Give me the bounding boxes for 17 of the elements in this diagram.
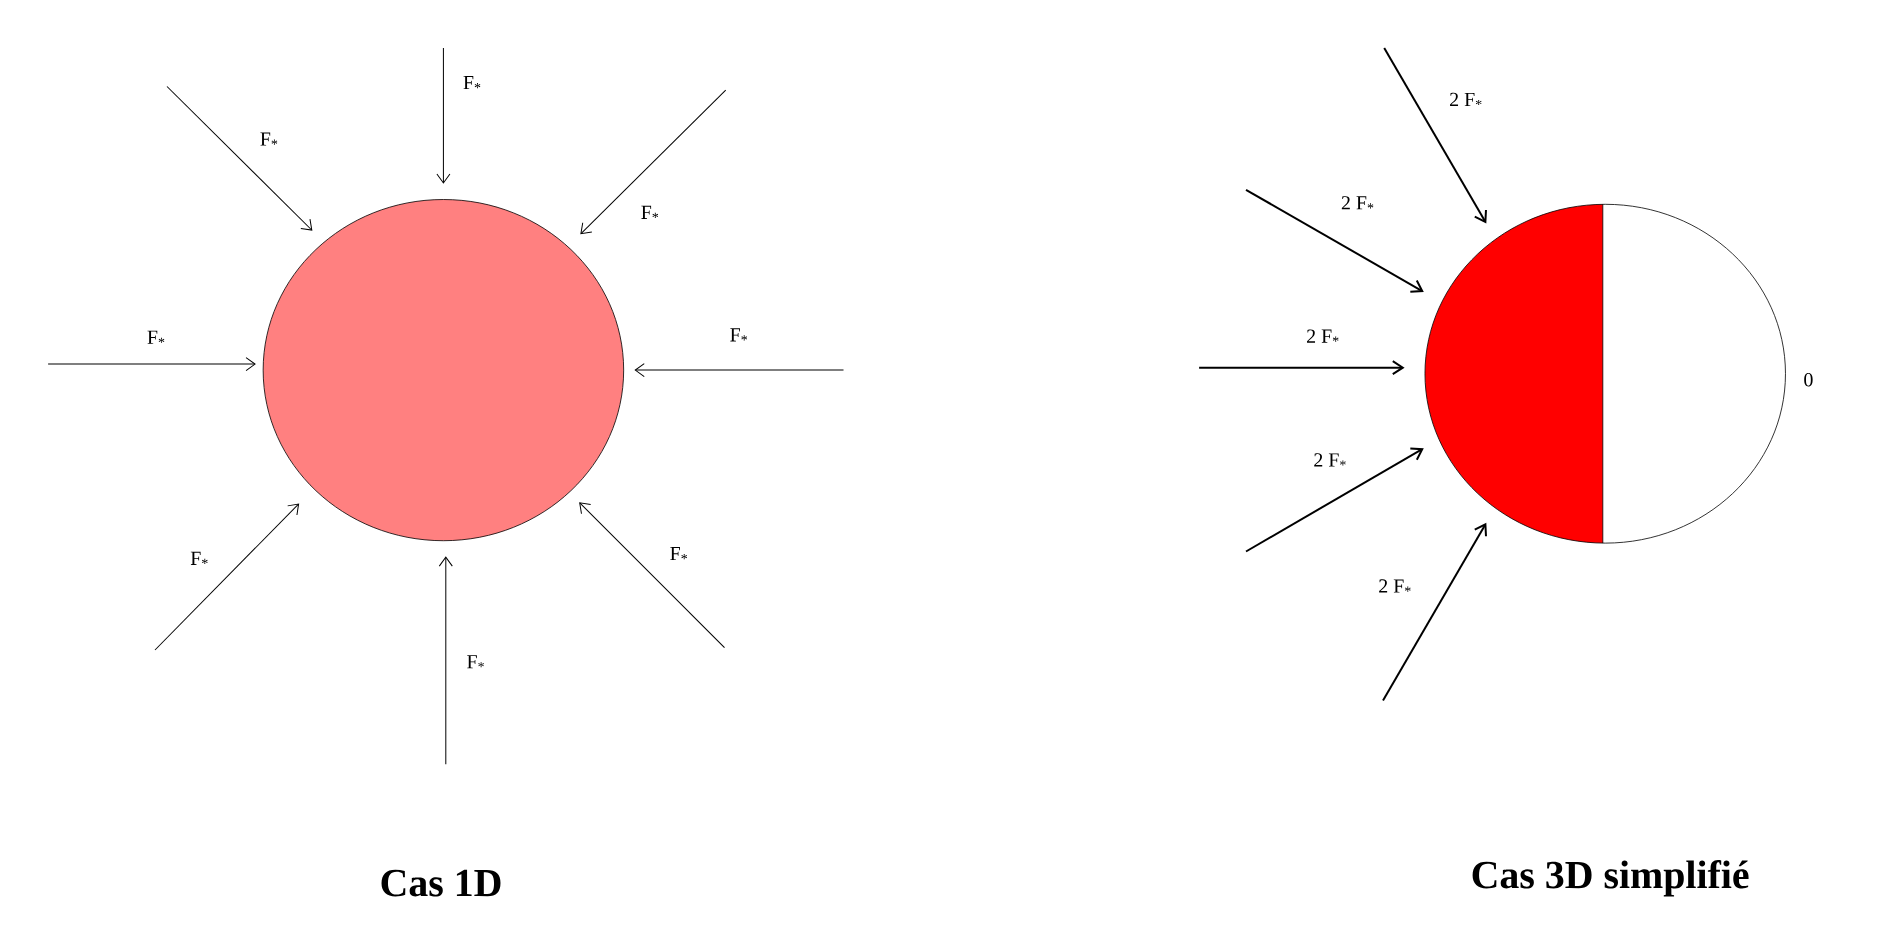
force-label: F$_{*}$ [670,547,687,561]
force-label: 2 F$_{*}$ [1341,196,1374,210]
force-label: F$_{*}$ [463,76,481,90]
force-label: F$_{*}$ [190,551,208,565]
force-label: F$_{*}$ [147,330,165,344]
force-label: 2 F$_{*}$ [1314,453,1346,467]
force-label: 2 F$_{*}$ [1450,92,1482,106]
circle [262,199,625,542]
circle [1424,203,1786,544]
force-label: 2 F$_{*}$ [1307,329,1339,343]
panel-title: Cas 1D [381,869,501,897]
side-label: 0 [1804,373,1813,387]
force-label: F$_{*}$ [260,132,278,146]
force-label: F$_{*}$ [467,655,484,669]
force-label: 2 F$_{*}$ [1379,579,1411,593]
force-label: F$_{*}$ [730,328,748,342]
panel-title: Cas 3D simplifié [1472,860,1749,897]
